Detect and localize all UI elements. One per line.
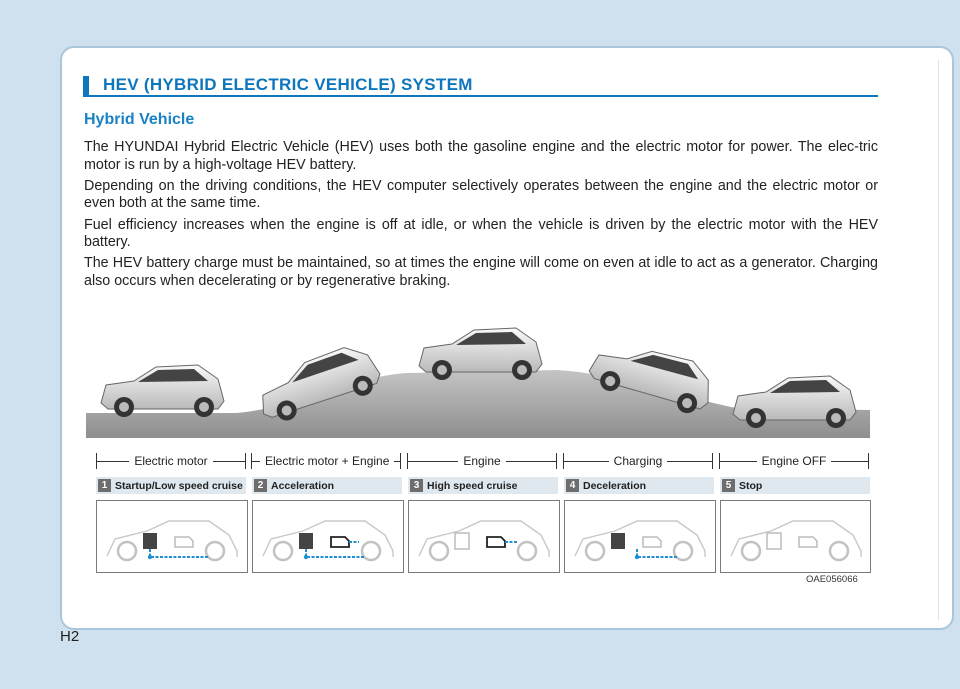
engine-icon — [798, 536, 818, 548]
stage-number: 3 — [410, 479, 423, 492]
car-icon — [588, 350, 709, 414]
mode-label: Electric motor — [96, 452, 247, 470]
stage-number: 2 — [254, 479, 267, 492]
mode-label: Charging — [563, 452, 714, 470]
section-title: HEV (HYBRID ELECTRIC VEHICLE) SYSTEM — [103, 75, 473, 94]
stage-diagram — [96, 500, 248, 573]
stage-label: High speed cruise — [427, 479, 518, 492]
stage-number: 5 — [722, 479, 735, 492]
margin-divider — [938, 60, 939, 620]
stage-label: Deceleration — [583, 479, 647, 492]
battery-icon — [766, 532, 782, 550]
body-text: The HYUNDAI Hybrid Electric Vehicle (HEV… — [84, 139, 878, 294]
hill-terrain — [86, 370, 870, 438]
engine-icon — [486, 536, 506, 548]
battery-icon — [454, 532, 470, 550]
engine-icon — [330, 536, 350, 548]
stage-diagram — [408, 500, 560, 573]
battery-icon — [299, 533, 313, 549]
stage-header: 4 Deceleration — [564, 477, 714, 494]
powertrain-diagram — [574, 520, 706, 562]
subheading: Hybrid Vehicle — [84, 111, 195, 128]
section-marker — [83, 76, 89, 96]
figure-code: OAE056066 — [806, 574, 858, 585]
mode-text: Electric motor + Engine — [265, 454, 390, 468]
car-icon — [418, 327, 543, 380]
stage-header: 5 Stop — [720, 477, 870, 494]
car-icon — [732, 375, 857, 428]
paragraph: The HEV battery charge must be maintaine… — [84, 255, 878, 289]
battery-icon — [143, 533, 157, 549]
energy-flow-line — [305, 549, 365, 558]
powertrain-diagram — [106, 520, 238, 562]
page-number: H2 — [60, 628, 80, 645]
stage-number: 1 — [98, 479, 111, 492]
stage-diagram — [564, 500, 716, 573]
stage-header: 2 Acceleration — [252, 477, 402, 494]
stage-label: Stop — [739, 479, 763, 492]
mode-text: Engine — [463, 454, 501, 468]
stage-header: 3 High speed cruise — [408, 477, 558, 494]
driving-scene-illustration — [86, 327, 870, 438]
energy-flow-line — [636, 549, 677, 558]
paragraph: The HYUNDAI Hybrid Electric Vehicle (HEV… — [84, 139, 878, 173]
drive-mode-row: Electric motor Electric motor + Engine E… — [96, 452, 870, 470]
mode-text: Charging — [613, 454, 663, 468]
engine-icon — [174, 536, 194, 548]
stage-label: Startup/Low speed cruise — [115, 479, 243, 492]
stage-number: 4 — [566, 479, 579, 492]
mode-text: Electric motor — [134, 454, 208, 468]
paragraph: Fuel efficiency increases when the engin… — [84, 216, 878, 251]
powertrain-diagram — [418, 520, 550, 562]
stage-label: Acceleration — [271, 479, 335, 492]
mode-label: Engine OFF — [719, 452, 870, 470]
section-rule — [83, 95, 878, 97]
powertrain-diagram — [262, 520, 394, 562]
car-icon — [100, 364, 225, 417]
engine-icon — [642, 536, 662, 548]
stage-diagram — [720, 500, 871, 573]
paragraph: Depending on the driving conditions, the… — [84, 177, 878, 212]
battery-icon — [611, 533, 625, 549]
stage-diagram — [252, 500, 404, 573]
mode-text: Engine OFF — [761, 454, 827, 468]
powertrain-diagram — [730, 520, 862, 562]
stage-header: 1 Startup/Low speed cruise — [96, 477, 246, 494]
car-icon — [262, 347, 381, 421]
energy-flow-line — [149, 549, 209, 558]
mode-label: Electric motor + Engine — [251, 452, 402, 470]
mode-label: Engine — [407, 452, 557, 470]
